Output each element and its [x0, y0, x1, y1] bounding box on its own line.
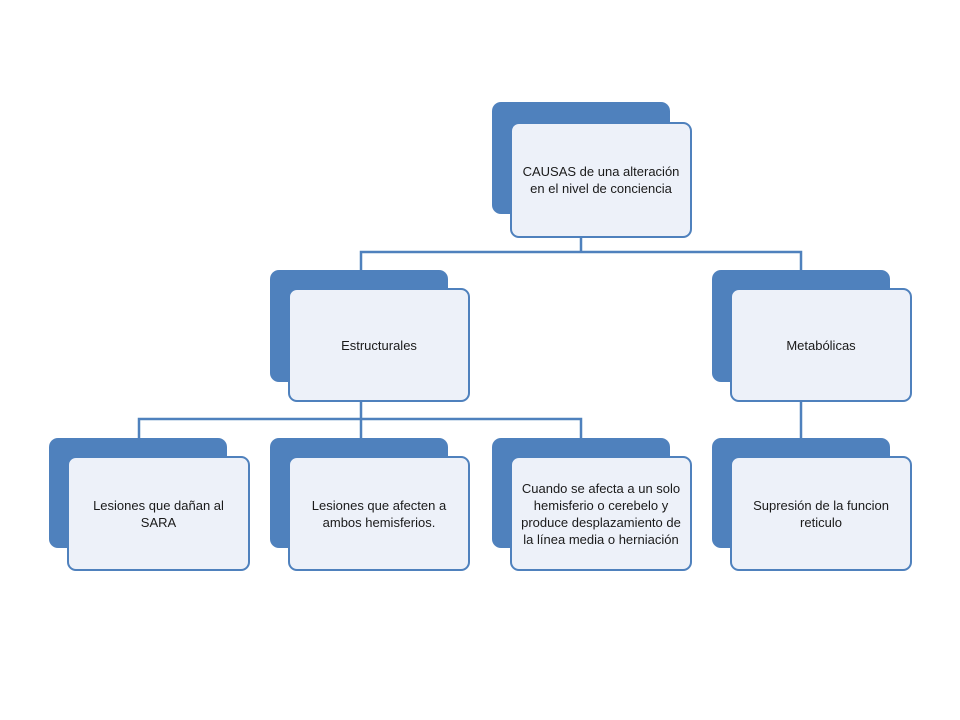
root-node-label: CAUSAS de una alteración en el nivel de … [522, 164, 680, 196]
connector-root-branches [359, 236, 803, 270]
leaf-node-supresion-reticulo-box: Supresión de la funcion reticulo [730, 456, 912, 571]
leaf-node-sara-label: Lesiones que dañan al SARA [93, 497, 224, 530]
leaf-node-ambos-hemisferios-label: Lesiones que afecten a ambos hemisferios… [311, 497, 447, 530]
branch-node-metabolicas-box: Metabólicas [730, 288, 912, 402]
leaf-node-ambos-hemisferios-box: Lesiones que afecten a ambos hemisferios… [288, 456, 470, 571]
leaf-node-sara-box: Lesiones que dañan al SARA [67, 456, 250, 571]
branch-node-estructurales-box: Estructurales [288, 288, 470, 402]
leaf-node-supresion-reticulo-label: Supresión de la funcion reticulo [753, 497, 889, 530]
branch-node-estructurales-label: Estructurales [341, 337, 417, 353]
connector-estructurales-children [137, 402, 583, 438]
branch-node-metabolicas-label: Metabólicas [786, 337, 856, 353]
leaf-node-un-hemisferio-box: Cuando se afecta a un solo hemisferio o … [510, 456, 692, 571]
leaf-node-un-hemisferio-label: Cuando se afecta a un solo hemisferio o … [521, 480, 681, 547]
root-node-box: CAUSAS de una alteración en el nivel de … [510, 122, 692, 238]
